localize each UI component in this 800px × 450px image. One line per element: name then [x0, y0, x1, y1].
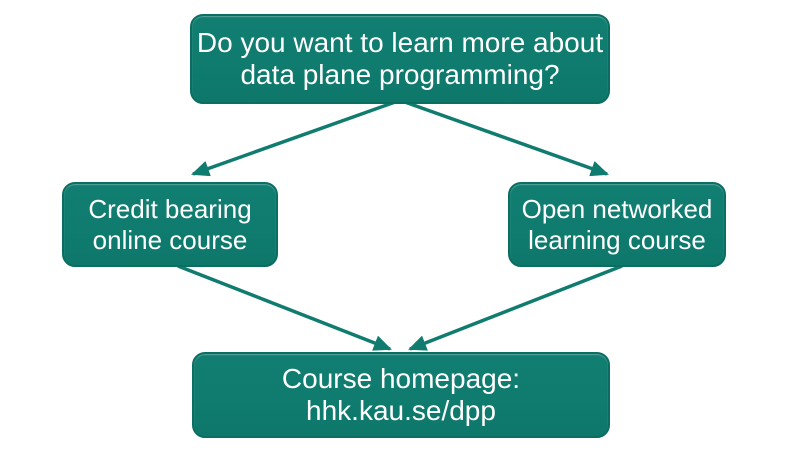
- arrow-open-to-homepage: [408, 264, 623, 351]
- node-homepage-url: hhk.kau.se/dpp: [306, 395, 496, 426]
- node-question-line1: Do you want to learn more about: [196, 26, 604, 58]
- arrow-credit-to-homepage: [177, 264, 392, 351]
- arrow-question-to-open: [401, 99, 609, 177]
- node-open-line1: Open networked: [521, 194, 713, 225]
- node-open-networked-course: Open networked learning course: [508, 182, 726, 267]
- arrow-question-to-credit: [191, 99, 399, 177]
- node-question-line2: data plane programming?: [240, 59, 560, 90]
- node-course-homepage: Course homepage: hhk.kau.se/dpp: [192, 352, 610, 438]
- node-credit-line1: Credit bearing: [88, 194, 252, 225]
- node-credit-bearing-course: Credit bearing online course: [62, 182, 278, 267]
- node-open-line2: learning course: [528, 224, 706, 255]
- node-homepage-line1: Course homepage:: [281, 362, 521, 394]
- node-question: Do you want to learn more about data pla…: [190, 14, 610, 104]
- node-credit-line2: online course: [92, 224, 248, 255]
